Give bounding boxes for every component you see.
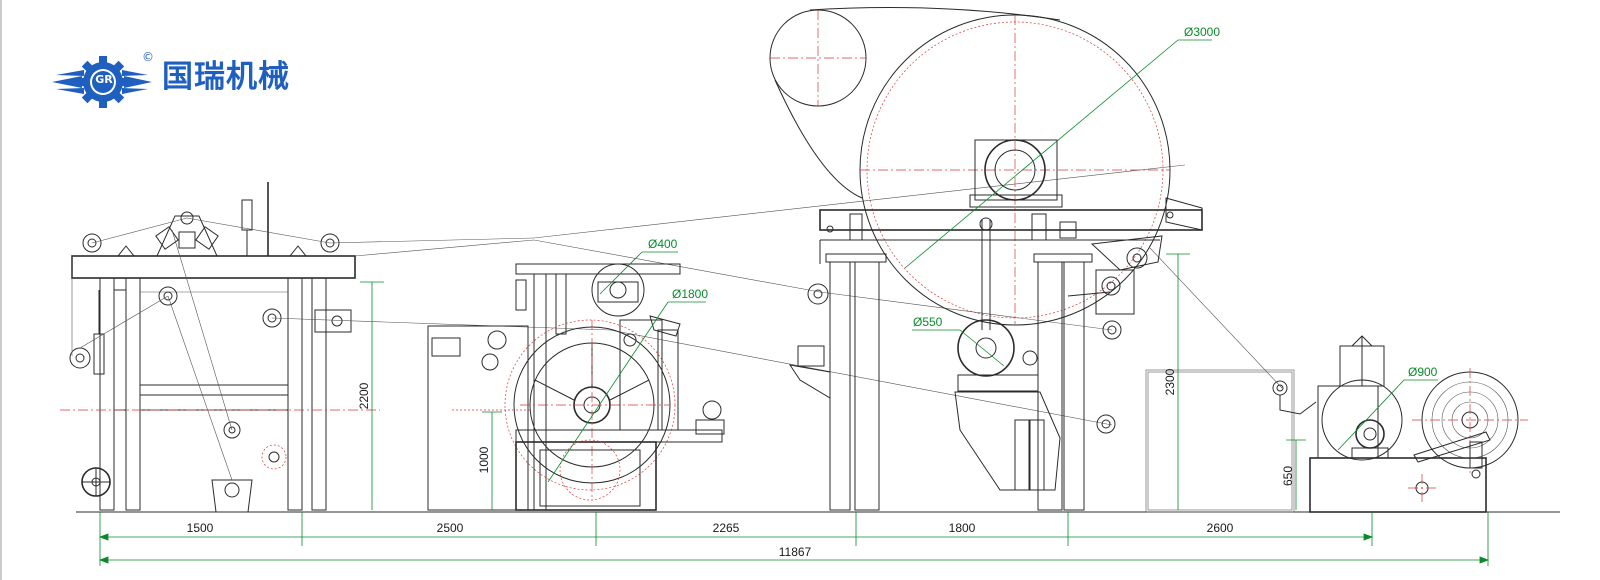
embossing-roller-dotted-outline: [504, 319, 676, 491]
dim-d1800: Ø1800: [672, 287, 708, 301]
dim-2500: 2500: [437, 521, 464, 535]
horizontal-dimension-lines: [98, 512, 1490, 566]
paper-web-path: [71, 164, 1283, 481]
dim-d3000: Ø3000: [1184, 25, 1220, 39]
dim-d400: Ø400: [648, 237, 678, 251]
main-dryer-unit: [769, 7, 1203, 511]
logo-initials: GR: [95, 73, 113, 86]
dim-2600: 2600: [1207, 521, 1234, 535]
rewinder-unit: [1145, 335, 1528, 513]
dim-total-11867: 11867: [779, 545, 812, 559]
company-name: 国瑞机械: [162, 59, 290, 95]
gr-gear-logo-icon: [52, 56, 152, 108]
copyright-mark: ©: [142, 50, 154, 64]
diameter-leaders: [547, 39, 1438, 483]
vertical-dimension-lines: [360, 253, 1306, 510]
embossing-unit: [427, 263, 725, 511]
unwind-stand: [60, 182, 380, 513]
dim-1800: 1800: [949, 521, 976, 535]
dim-2300: 2300: [1163, 368, 1177, 395]
dim-650: 650: [1281, 466, 1295, 486]
dim-2200: 2200: [357, 382, 371, 409]
dim-d900: Ø900: [1408, 365, 1438, 379]
dim-1000: 1000: [477, 446, 491, 473]
dim-d550: Ø550: [913, 315, 943, 329]
dim-1500: 1500: [187, 521, 214, 535]
dim-2265: 2265: [713, 521, 740, 535]
